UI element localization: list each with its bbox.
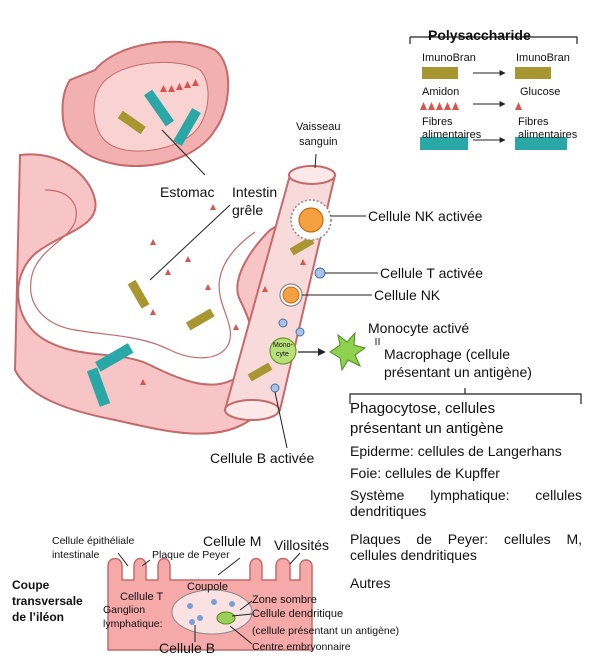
stomach-label: Estomac [160,184,215,200]
t-activated-label: Cellule T activée [380,265,483,281]
macrophage-label-2: présentant un antigène) [384,364,532,380]
legend-title: Polysaccharide [428,27,531,43]
dendritic-label-1: Cellule dendritique [252,608,344,620]
ileum-b-cell-label: Cellule B [159,640,216,656]
nk-cell [279,283,303,307]
b-activated-label: Cellule B activée [210,450,315,466]
dark-zone-label: Zone sombre [252,594,317,606]
dome-label: Coupole [187,581,228,593]
epithelial-label-2: intestinale [52,549,100,561]
peyer-patch-label: Plaque de Peyer [152,549,230,561]
starch-pieces [140,79,306,385]
immunobran-pieces [117,110,315,382]
nk-label: Cellule NK [374,287,441,303]
monocyte-activated-label: Monocyte activé [368,320,470,336]
ileum-title-3: de l’iléon [12,610,65,624]
epithelial-label-1: Cellule épithéliale [52,535,135,547]
legend-starch-to: Glucose [520,86,561,98]
phagocytosis-item-other: Autres [350,575,391,591]
phagocytosis-item-lymphatic: Système lymphatique: cellules dendritiqu… [350,487,582,520]
ileum-leader-lines [117,552,301,645]
ileum-section-shape [107,557,313,651]
dendritic-label-2: (cellule présentant un antigène) [252,625,400,637]
nk-activated-cell [290,199,332,241]
phagocytosis-heading-1: Phagocytose, cellules [350,400,496,417]
phagocytosis-item-epidermis: Epiderme: cellules de Langerhans [350,443,562,459]
legend-immunobran-from: ImunoBran [422,52,476,64]
phagocytosis-heading-2: présentant un antigène [350,420,504,437]
leader-lines [149,129,380,449]
ileum-title-1: Coupe [12,578,50,592]
germinal-center-label: Centre embryonnaire [252,641,351,653]
macrophage-label-1: Macrophage (cellule [384,346,511,362]
vessel-label-2: sanguin [299,136,338,148]
stomach-shape [61,40,230,167]
villi-label: Villosités [274,537,329,553]
legend-graphics [409,36,578,150]
fiber-pieces [86,89,201,407]
lymph-node-label-2: lymphatique: [103,618,163,630]
t-cell-activated-dot [314,267,326,279]
intestine-label-2: grêle [232,202,264,218]
legend-starch-from: Amidon [422,86,460,98]
monocyte-inside-1: Mono- [273,342,293,349]
macrophage-cell [329,331,367,372]
monocyte-cell [269,337,297,365]
ileum-t-cell-label: Cellule T [120,591,164,603]
legend-fiber-to: Fibres alimentaires [518,116,578,141]
m-cell-label: Cellule M [203,533,262,549]
ileum-title-2: transversale [12,594,83,608]
phagocytosis-item-peyer: Plaques de Peyer: cellules M, cellules d… [350,531,582,564]
lymphocyte-dot [295,327,305,337]
lymphocyte-dot [278,318,288,328]
b-cell-activated-dot [270,383,280,393]
vessel-label-1: Vaisseau [296,121,341,133]
legend-fiber-from: Fibres alimentaires [422,116,482,141]
phagocytosis-item-liver: Foie: cellules de Kupffer [350,465,500,481]
monocyte-inside-2: cyte [276,351,289,358]
lymph-node-label-1: Ganglion [103,604,146,616]
legend-immunobran-to: ImunoBran [516,52,570,64]
nk-activated-label: Cellule NK activée [368,208,483,224]
intestine-label-1: Intestin [232,184,278,200]
